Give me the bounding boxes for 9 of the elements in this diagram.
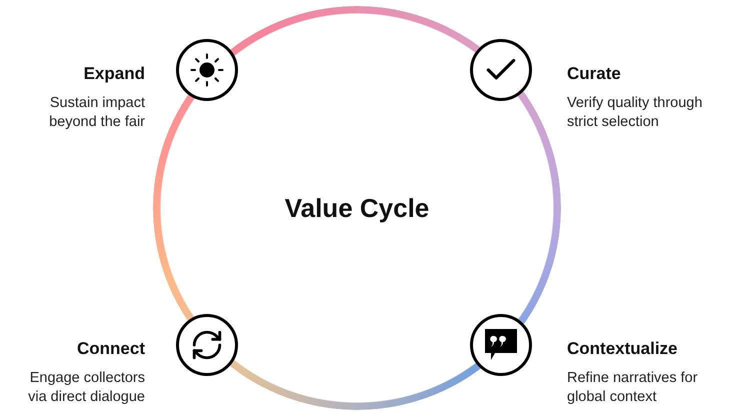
step-heading: Curate	[567, 64, 622, 84]
center-title: Value Cycle	[284, 192, 430, 224]
step-heading: Connect	[76, 339, 145, 359]
step-description: Verify quality through strict selection	[567, 94, 704, 132]
step-description: Sustain impact beyond the fair	[48, 94, 145, 132]
step-description: Engage collectors via direct dialogue	[27, 369, 145, 407]
step-heading: Contextualize	[567, 339, 679, 359]
step-heading: Expand	[82, 64, 145, 84]
step-description: Refine narratives for global context	[567, 369, 699, 407]
